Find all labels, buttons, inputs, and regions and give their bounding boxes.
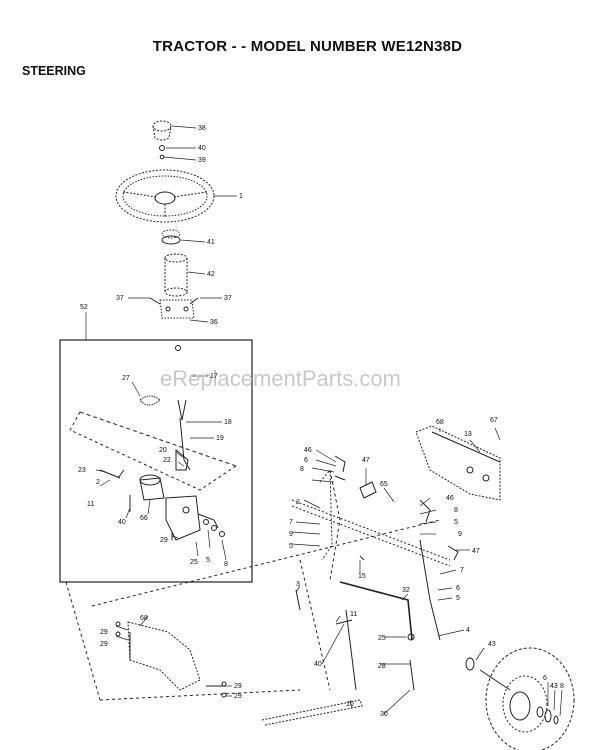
drag-link [261, 581, 413, 726]
callout-label: 25 [190, 559, 198, 566]
callout-label: 27 [122, 375, 130, 382]
callout-label: 8 [560, 683, 564, 690]
steering-cap [152, 120, 172, 160]
callout-label: 38 [198, 125, 206, 132]
callout-label: 5 [289, 543, 293, 550]
callout-label: 46 [304, 447, 312, 454]
callout-label: 29 [160, 537, 168, 544]
callout-label: 68 [140, 615, 148, 622]
callout-label: 40 [314, 661, 322, 668]
steering-bracket [149, 297, 199, 319]
callout-label: 68 [436, 419, 444, 426]
detail-inset-box [59, 339, 253, 583]
callout-label: 9 [458, 531, 462, 538]
callout-label: 29 [100, 641, 108, 648]
leader-lines [85, 125, 563, 717]
callout-label: 3 [296, 581, 300, 588]
callout-label: 8 [224, 561, 228, 568]
callout-label: 25 [378, 635, 386, 642]
extra-callouts: 68 [140, 615, 148, 622]
frame-guide-lines [65, 469, 441, 701]
callout-label: 29 [234, 693, 242, 700]
washer-small [175, 345, 181, 351]
callout-label: 66 [140, 515, 148, 522]
callout-label: 40 [118, 519, 126, 526]
callout-label: 42 [207, 271, 215, 278]
steering-column-bushing [164, 253, 188, 297]
callout-label: 6 [304, 457, 308, 464]
callout-label: 9 [289, 531, 293, 538]
callout-label: 7 [289, 519, 293, 526]
callout-label: 2 [96, 479, 100, 486]
callout-label: 43 [550, 683, 558, 690]
callout-label: 37 [116, 295, 124, 302]
callout-label: 6 [543, 675, 547, 682]
steering-wheel [115, 169, 215, 223]
pedal-mount [115, 621, 227, 698]
callout-label: 67 [490, 417, 498, 424]
section-heading: STEERING [22, 64, 86, 78]
callout-label: 29 [100, 629, 108, 636]
callout-label: 41 [207, 239, 215, 246]
callout-label: 30 [380, 711, 388, 718]
callout-label: 47 [362, 457, 370, 464]
callout-label: 65 [380, 481, 388, 488]
callout-label: 6 [456, 585, 460, 592]
callout-label: 40 [198, 145, 206, 152]
steering-shaft [291, 468, 451, 567]
callout-label: 20 [159, 447, 167, 454]
callout-label: 23 [78, 467, 86, 474]
callout-label: 18 [224, 419, 232, 426]
callout-label: 22 [163, 457, 171, 464]
callout-label: 5 [454, 519, 458, 526]
page-title: TRACTOR - - MODEL NUMBER WE12N38D [152, 38, 463, 55]
callout-label: 8 [454, 507, 458, 514]
steering-adapter [161, 229, 181, 245]
callout-label: 10 [346, 701, 354, 708]
watermark: eReplacementParts.com [160, 366, 401, 391]
callout-label: 37 [224, 295, 232, 302]
callout-label: 17 [210, 373, 218, 380]
part-callouts: 38 40 39 1 41 42 37 37 36 52 27 17 18 19… [78, 125, 564, 718]
callout-label: 5 [456, 595, 460, 602]
callout-label: 11 [87, 501, 94, 508]
callout-label: 5 [206, 557, 210, 564]
callout-label: 19 [216, 435, 224, 442]
small-hardware [295, 455, 459, 625]
callout-label: 43 [488, 641, 496, 648]
callout-label: 28 [378, 663, 386, 670]
callout-label: 11 [350, 611, 357, 618]
spindle [359, 539, 441, 691]
steering-bracket-plate [415, 425, 501, 501]
callout-label: 46 [446, 495, 454, 502]
callout-label: 29 [234, 683, 242, 690]
callout-label: 4 [466, 627, 470, 634]
callout-label: 52 [80, 304, 88, 311]
front-wheel [465, 647, 575, 750]
callout-label: 13 [464, 431, 472, 438]
callout-label: 15 [358, 573, 366, 580]
inset-parts [69, 395, 237, 541]
callout-label: 36 [210, 319, 218, 326]
callout-label: 32 [402, 587, 410, 594]
callout-label: 47 [472, 548, 480, 555]
callout-label: 1 [239, 193, 243, 200]
callout-label: 8 [300, 466, 304, 473]
callout-label: 7 [460, 567, 464, 574]
callout-label: 2 [296, 499, 300, 506]
callout-label: 39 [198, 157, 206, 164]
